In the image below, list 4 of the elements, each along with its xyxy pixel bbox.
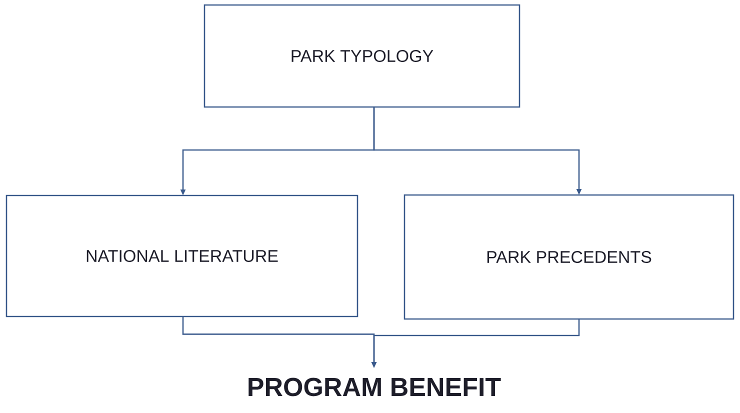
- process-box: PARK TYPOLOGY: [204, 4, 520, 108]
- process-box: NATIONAL LITERATURE: [6, 194, 358, 318]
- process-box: PARK PRECEDENTS: [404, 194, 734, 320]
- result-text: PROGRAM BENEFIT: [248, 378, 501, 396]
